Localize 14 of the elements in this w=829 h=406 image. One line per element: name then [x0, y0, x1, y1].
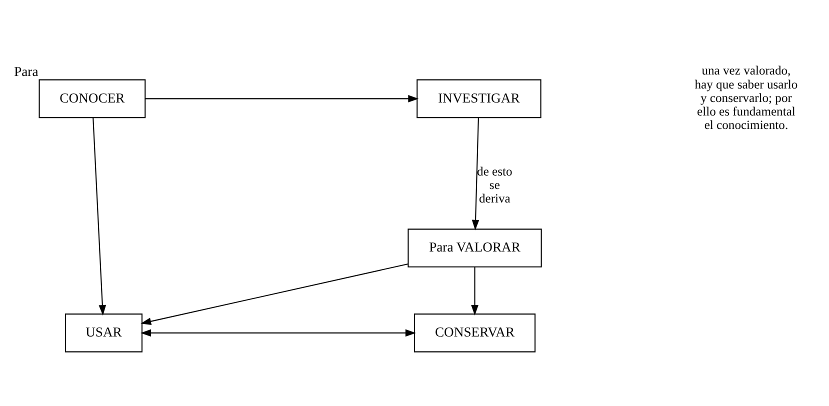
arrow — [472, 117, 480, 230]
node-box: INVESTIGAR — [416, 78, 542, 118]
arrow — [145, 94, 419, 102]
arrow — [140, 262, 408, 324]
node-label: Para — [14, 64, 38, 79]
node-box: Para VALORAR — [408, 228, 542, 267]
node-box: CONOCER — [38, 78, 146, 118]
label: una vez valorado, hay que saber usarlo y conservarlo; por ello es fundamental el conocimiento. — [694, 63, 798, 132]
edge-label: de esto se deriva — [477, 164, 512, 206]
arrow — [140, 328, 416, 336]
arrow — [471, 266, 478, 316]
arrow — [92, 117, 106, 316]
node-box: USAR — [64, 313, 143, 352]
node-box: CONSERVAR — [414, 313, 536, 352]
